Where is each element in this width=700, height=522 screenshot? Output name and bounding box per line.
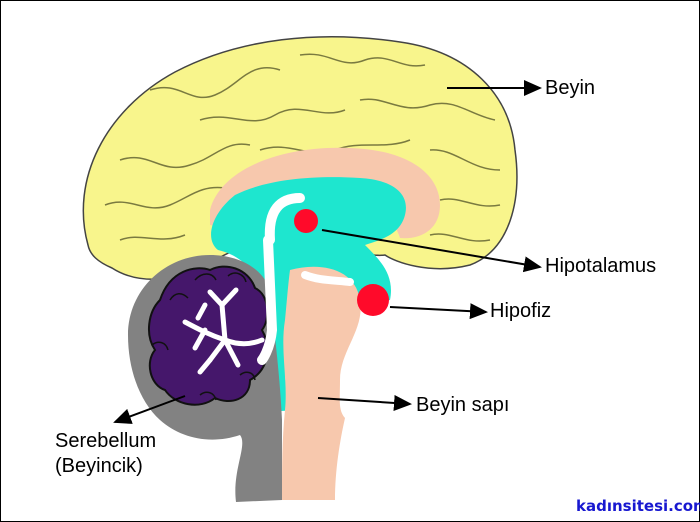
hipotalamus-dot	[294, 209, 318, 233]
label-beyincik: (Beyincik)	[55, 455, 143, 477]
arbor-vitae	[182, 287, 265, 375]
cerebellum	[128, 255, 282, 502]
label-beyin-sapi: Beyin sapı	[416, 394, 510, 416]
label-hipofiz: Hipofiz	[490, 300, 552, 322]
cerebrum-gyri	[104, 53, 501, 242]
hipofiz-dot	[357, 284, 389, 316]
watermark-logo: kadınsitesi.com	[576, 497, 700, 515]
arrow-serebellum	[113, 395, 186, 424]
label-beyin: Beyin	[545, 77, 596, 99]
brainstem	[282, 266, 361, 500]
arrow-hipotalamus	[321, 229, 542, 273]
arrow-beyin-sapi	[317, 394, 412, 411]
arrow-hipofiz	[389, 303, 488, 320]
white-tract	[257, 193, 354, 365]
label-hipotalamus: Hipotalamus	[545, 255, 657, 277]
label-serebellum: Serebellum	[55, 430, 157, 452]
pointer-arrows	[113, 80, 542, 424]
